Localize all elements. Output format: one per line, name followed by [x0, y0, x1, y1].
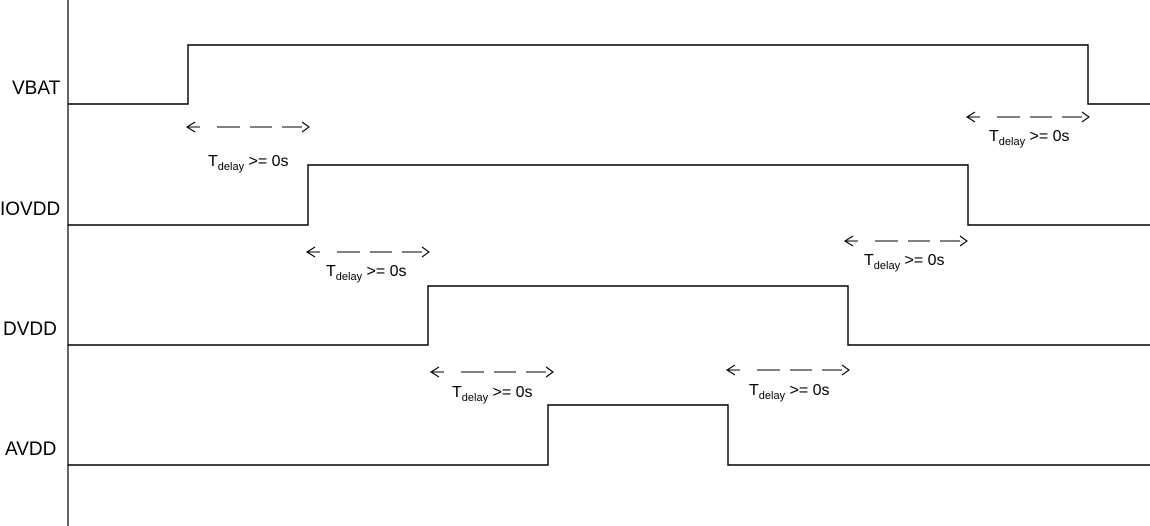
waveform-iovdd	[68, 164, 1150, 226]
delay-arrow-2	[305, 246, 430, 258]
delay-label-2: Tdelay >= 0s	[326, 263, 407, 283]
delay-arrow-4	[725, 364, 850, 376]
waveform-dvdd	[68, 285, 1150, 346]
delay-label-1: Tdelay >= 0s	[208, 153, 289, 173]
delay-label-4: Tdelay >= 0s	[749, 382, 830, 402]
delay-arrow-5	[843, 235, 968, 247]
signal-label-avdd: AVDD	[5, 439, 56, 460]
delay-arrow-3	[429, 366, 554, 378]
delay-label-5: Tdelay >= 0s	[864, 252, 945, 272]
waveform-vbat	[68, 44, 1150, 105]
delay-label-6: Tdelay >= 0s	[989, 128, 1070, 148]
delay-label-3: Tdelay >= 0s	[452, 384, 533, 404]
delay-arrow-6	[965, 111, 1090, 123]
signal-label-iovdd: IOVDD	[0, 199, 60, 220]
signal-label-vbat: VBAT	[12, 78, 61, 99]
signal-label-dvdd: DVDD	[3, 319, 57, 340]
delay-arrow-1	[185, 121, 310, 133]
waveform-avdd	[68, 404, 1150, 466]
